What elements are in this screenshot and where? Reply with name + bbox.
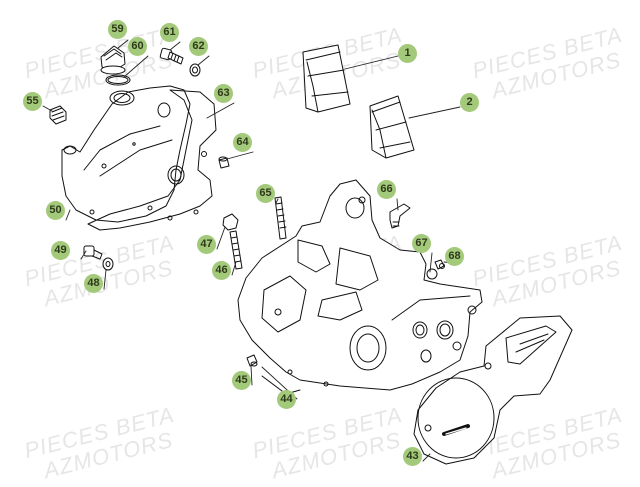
callout-67[interactable]: 67 [412,234,431,253]
part-62-washer [189,63,201,77]
part-47-nut [222,213,239,231]
part-50-clutch-cover [61,85,191,223]
part-55-plug [49,105,67,125]
callout-48[interactable]: 48 [84,274,103,293]
callout-50[interactable]: 50 [46,201,65,220]
part-44-crankcase [237,179,483,395]
callout-46[interactable]: 46 [212,261,231,280]
callout-66[interactable]: 66 [377,180,396,199]
callout-61[interactable]: 61 [160,23,179,42]
part-68-dowel [434,259,445,270]
part-60-o-ring [105,74,131,86]
callout-43[interactable]: 43 [403,447,422,466]
part-46-stud [229,230,243,270]
callout-65[interactable]: 65 [256,184,275,203]
callout-55[interactable]: 55 [23,92,42,111]
part-43-ignition-cover [413,315,573,465]
callout-49[interactable]: 49 [51,241,70,260]
part-65-stud [274,196,287,240]
part-66-fitting [389,203,411,229]
callout-2[interactable]: 2 [460,93,479,112]
part-63-gasket [87,89,217,231]
callout-45[interactable]: 45 [232,371,251,390]
callout-1[interactable]: 1 [398,44,417,63]
callout-64[interactable]: 64 [233,133,252,152]
part-49-bolt [83,245,103,260]
callout-60[interactable]: 60 [128,37,147,56]
callout-59[interactable]: 59 [108,20,127,39]
callout-68[interactable]: 68 [445,247,464,266]
callout-62[interactable]: 62 [189,37,208,56]
part-1-reed-valve [302,44,351,113]
part-45-dowel [246,354,258,367]
part-61-screw [159,47,184,65]
part-2-reed-valve [369,95,415,159]
part-48-washer [102,257,114,271]
part-59-filler-plug [100,45,126,75]
callout-63[interactable]: 63 [214,84,233,103]
callout-47[interactable]: 47 [197,235,216,254]
callout-44[interactable]: 44 [277,390,296,409]
